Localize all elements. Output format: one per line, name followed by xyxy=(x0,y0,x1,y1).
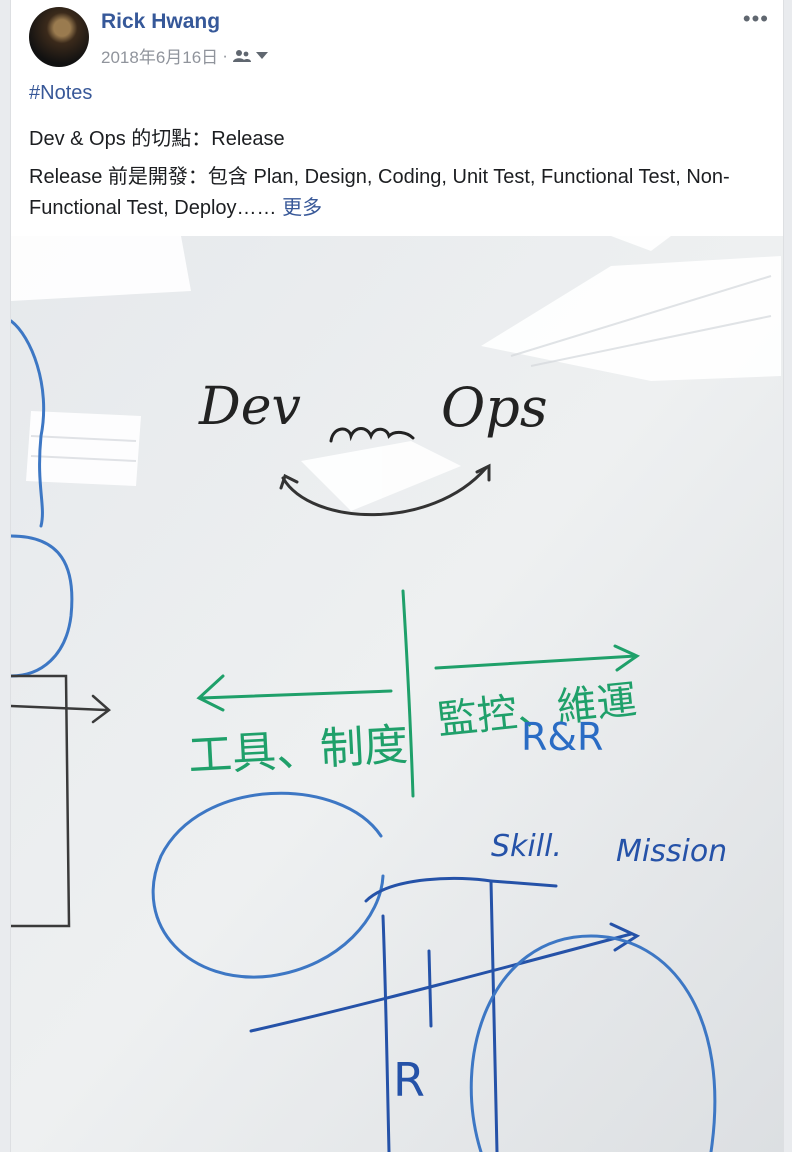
hashtag-link[interactable]: #Notes xyxy=(29,82,93,104)
author-name[interactable]: Rick Hwang xyxy=(101,10,221,33)
left-edge-sketch xyxy=(11,319,111,928)
see-more-link[interactable]: 更多 xyxy=(282,197,323,219)
post-photo[interactable]: Dev Ops 工具、制度 監控、維運 R&R Skill. Mission xyxy=(11,236,783,1152)
avatar[interactable] xyxy=(29,7,89,67)
feed-post: Rick Hwang 2018年6月16日 · ••• #Notes Dev &… xyxy=(10,0,784,1152)
ops-text: Ops xyxy=(441,376,548,439)
tools-system-text: 工具、制度 xyxy=(187,720,409,782)
chevron-down-icon[interactable] xyxy=(255,51,268,60)
dev-text: Dev xyxy=(198,377,301,437)
rr-text: R&R xyxy=(521,715,603,759)
whiteboard-image: Dev Ops 工具、制度 監控、維運 R&R Skill. Mission xyxy=(11,236,783,1152)
green-marker-drawing xyxy=(196,589,641,798)
mission-text: Mission xyxy=(616,834,727,869)
post-meta: 2018年6月16日 · xyxy=(101,43,268,68)
more-options-icon[interactable]: ••• xyxy=(742,6,769,31)
post-text-paragraph: Release 前是開發：包含 Plan, Design, Coding, Un… xyxy=(29,162,769,224)
audience-friends-icon[interactable] xyxy=(232,49,252,63)
post-date[interactable]: 2018年6月16日 xyxy=(101,48,219,67)
post-text-line: Dev & Ops 的切點：Release xyxy=(29,128,285,150)
blue-marker-drawing xyxy=(151,791,717,1152)
post-header: Rick Hwang 2018年6月16日 · ••• #Notes Dev &… xyxy=(11,0,783,236)
dev-ops-drawing: Dev Ops xyxy=(198,376,548,517)
r-letter-text: R xyxy=(393,1053,425,1107)
post-text-body: Release 前是開發：包含 Plan, Design, Coding, Un… xyxy=(29,166,730,219)
meta-separator: · xyxy=(222,45,228,65)
skill-text: Skill. xyxy=(491,829,562,864)
